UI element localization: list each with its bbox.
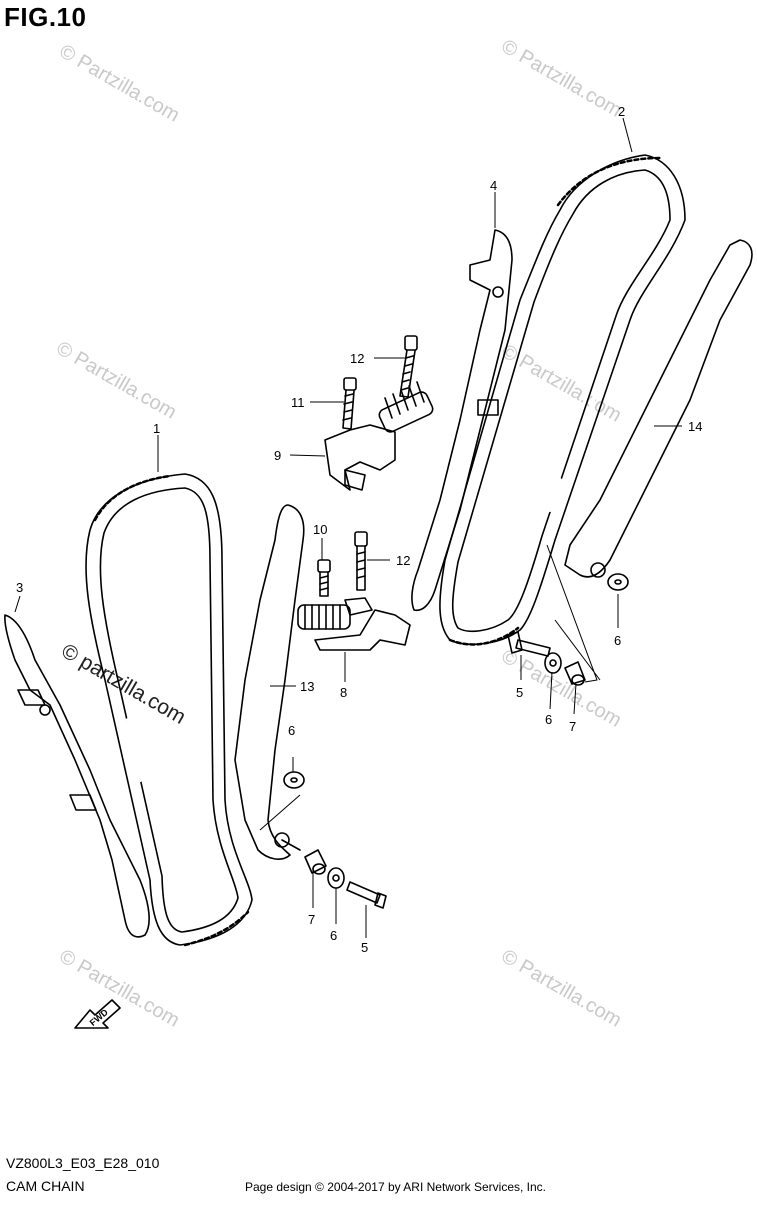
bolt-11 [342, 377, 357, 430]
bolt-10 [317, 559, 331, 597]
chain-guide-rear [411, 229, 513, 612]
callout-13: 13 [300, 679, 314, 694]
callout-6: 6 [614, 633, 621, 648]
callout-7: 7 [569, 719, 576, 734]
footer-credit: Page design © 2004-2017 by ARI Network S… [245, 1180, 547, 1194]
watermark: © Partzilla.com [56, 945, 184, 1031]
diagram-caption: CAM CHAIN [6, 1178, 85, 1194]
watermark: © Partzilla.com [498, 945, 626, 1031]
callout-7: 7 [308, 912, 315, 927]
callout-5: 5 [361, 940, 368, 955]
washer-6-lower-front [327, 867, 345, 889]
watermark-dark: © partzilla.com [58, 639, 190, 729]
fwd-label: FWD [88, 1007, 111, 1028]
watermark: © Partzilla.com [53, 337, 181, 423]
diagram-code: VZ800L3_E03_E28_010 [6, 1155, 160, 1171]
callout-5: 5 [516, 685, 523, 700]
callout-4: 4 [490, 178, 497, 193]
tensioner-guide-front [234, 504, 305, 860]
watermark: © Partzilla.com [498, 340, 626, 426]
callout-3: 3 [16, 580, 23, 595]
chain-guide-front [4, 614, 150, 938]
cam-chain-front [85, 473, 253, 947]
bolt-12-upper [399, 335, 418, 398]
callout-2: 2 [618, 104, 625, 119]
washer-6-front [283, 771, 305, 789]
tensioner-assembly-upper [324, 381, 434, 491]
callout-6: 6 [330, 928, 337, 943]
callout-10: 10 [313, 522, 327, 537]
callout-6: 6 [288, 723, 295, 738]
washer-6-lower-rear [544, 652, 562, 674]
tensioner-guide-rear [564, 239, 753, 578]
collar-7-front [304, 849, 327, 875]
leader-lines [14, 117, 682, 938]
bolt-5-rear [507, 631, 551, 657]
watermark: © Partzilla.com [56, 40, 184, 126]
callout-11: 11 [291, 395, 305, 410]
bolt-12-lower [354, 531, 368, 591]
callouts: 1 2 3 4 5 5 6 6 6 6 7 7 8 9 10 11 12 12 … [16, 104, 702, 955]
tensioner-assembly-lower [297, 597, 411, 651]
callout-8: 8 [340, 685, 347, 700]
watermark: © Partzilla.com [498, 35, 626, 121]
figure-title: FIG.10 [4, 2, 87, 32]
watermarks: © Partzilla.com © Partzilla.com © Partzi… [53, 35, 626, 1031]
callout-9: 9 [274, 448, 281, 463]
fwd-arrow-icon [74, 999, 121, 1029]
cam-chain-rear [439, 154, 686, 646]
callout-6: 6 [545, 712, 552, 727]
washer-6-rear [607, 573, 629, 591]
bolt-5-front [346, 881, 387, 909]
collar-7-rear [564, 661, 586, 686]
callout-12: 12 [396, 553, 410, 568]
callout-12: 12 [350, 351, 364, 366]
callout-14: 14 [688, 419, 702, 434]
callout-1: 1 [153, 421, 160, 436]
